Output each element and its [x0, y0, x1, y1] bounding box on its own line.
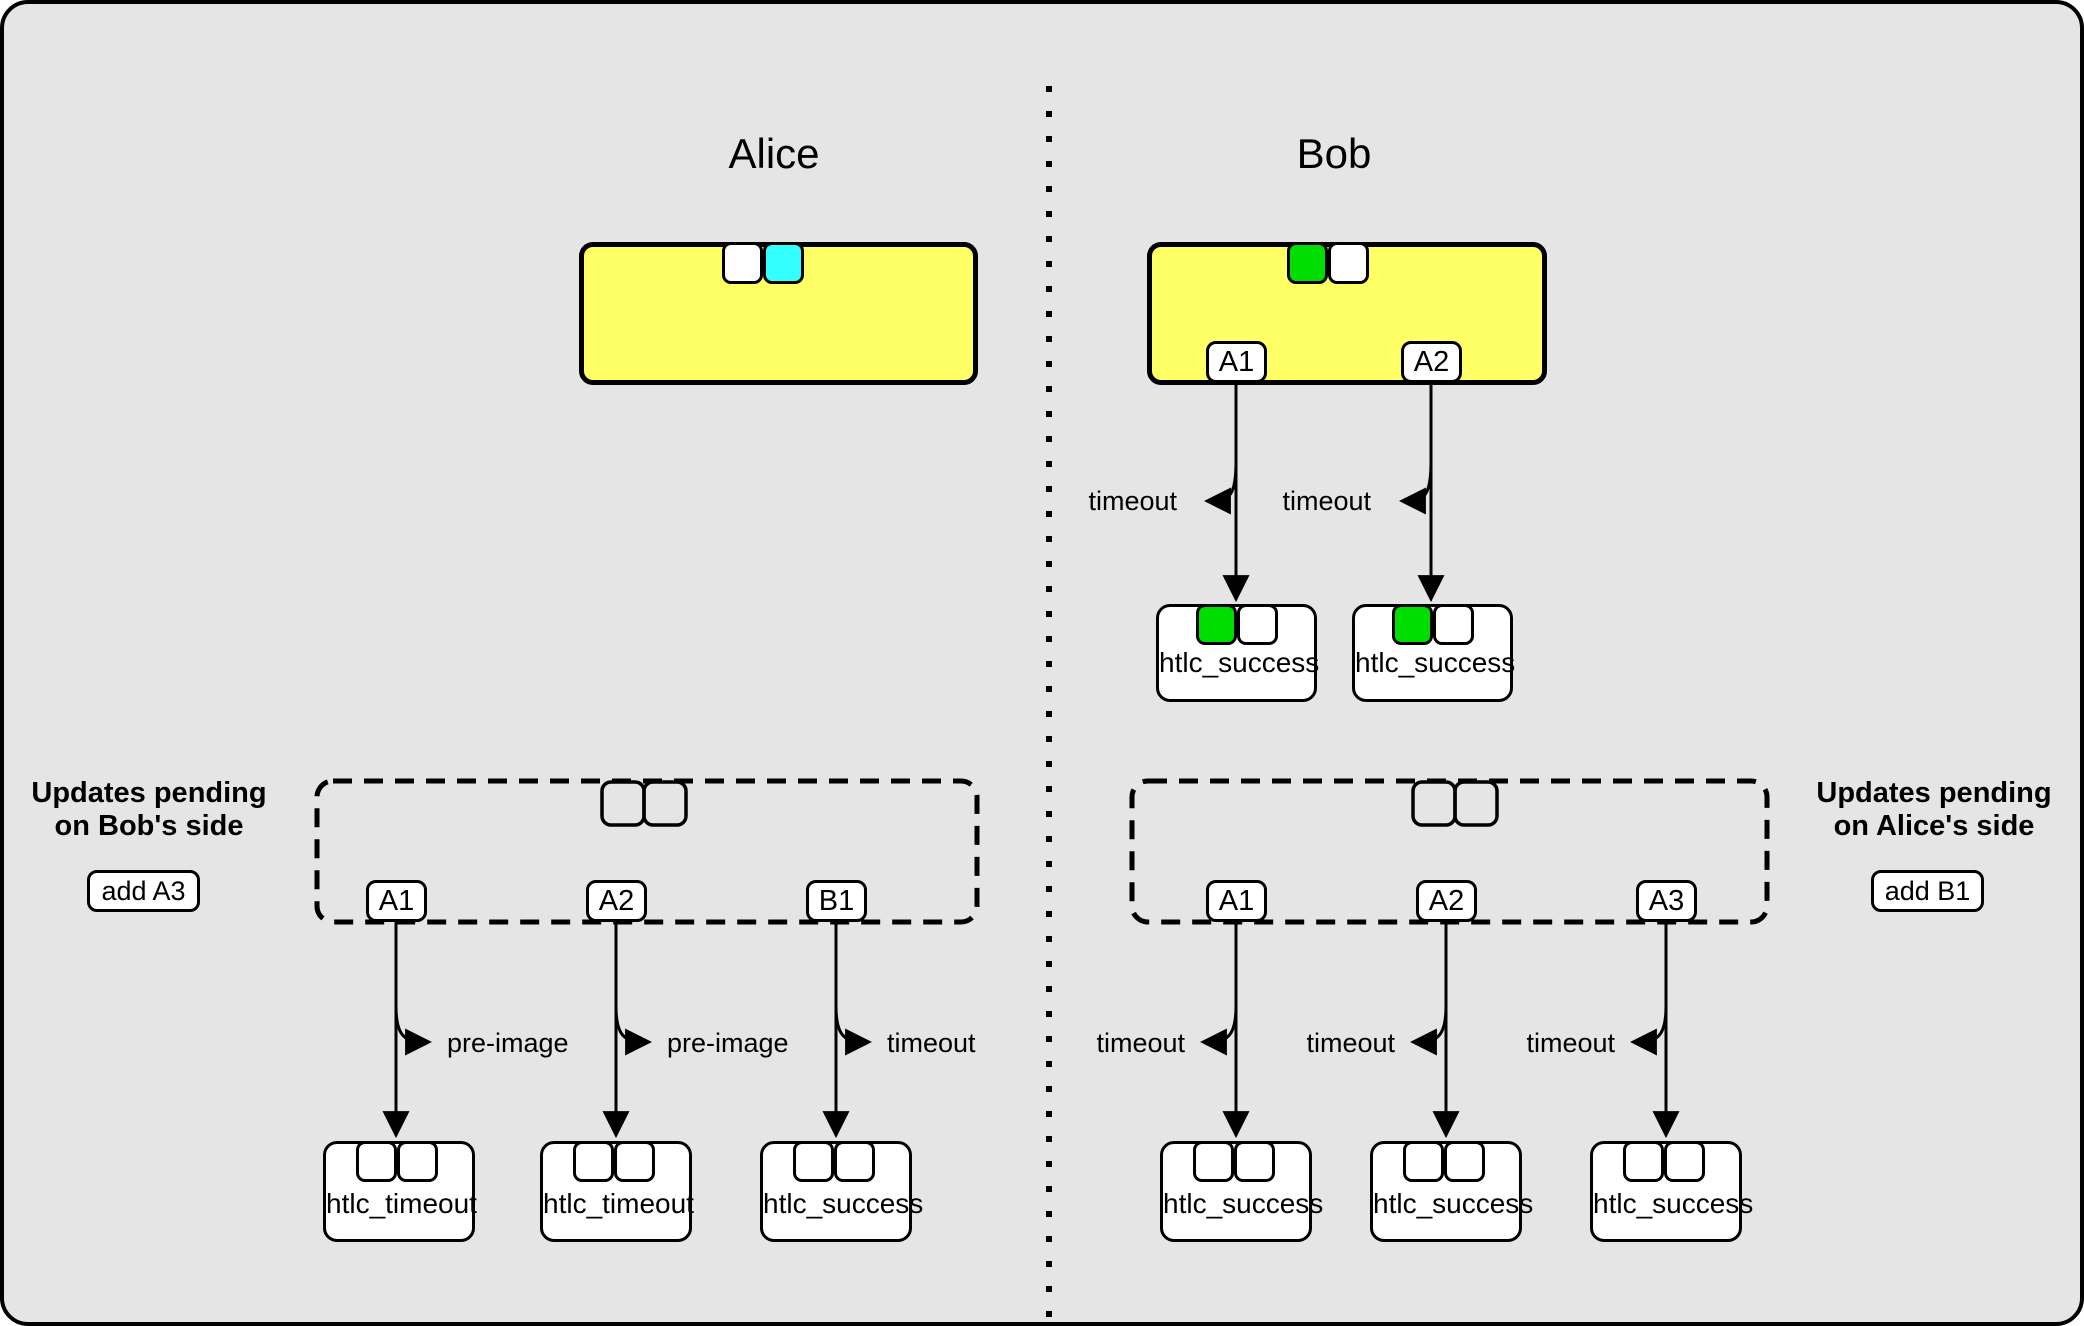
bob-commit-tag-a2: A2 — [1401, 341, 1462, 383]
htlc-slot-white — [1237, 604, 1278, 645]
alice-pending-b1-branch — [834, 1005, 873, 1056]
alice-pending-a2-branch — [614, 1005, 653, 1056]
bob-header: Bob — [1296, 130, 1372, 177]
htlc-slot-green — [1392, 604, 1433, 645]
htlc-box-label: htlc_success — [1163, 1188, 1324, 1219]
bob-commit-a1-branch-label: timeout — [1088, 486, 1177, 516]
bob-htlc-box-3: htlc_success — [1590, 1141, 1754, 1242]
bob-commit-tag-a1: A1 — [1206, 341, 1267, 383]
alice-commit-slot-white — [722, 242, 763, 284]
alice-htlc-box-2: htlc_timeout — [540, 1141, 694, 1242]
alice-a2-branch-label: pre-image — [667, 1028, 789, 1058]
bob-pending-tag-a3: A3 — [1636, 880, 1697, 922]
htlc-box-label: htlc_success — [1355, 647, 1516, 678]
bob-commit-a2-timeout-branch — [1398, 461, 1433, 515]
bob-pending-slot-1 — [1411, 780, 1457, 827]
htlc-slot-white — [1403, 1141, 1444, 1182]
htlc-box-label: htlc_success — [1593, 1188, 1754, 1219]
alice-a1-branch-label: pre-image — [447, 1028, 569, 1058]
bob-a2-branch-label: timeout — [1306, 1028, 1395, 1058]
htlc-box-label: htlc_success — [1373, 1188, 1534, 1219]
htlc-slot-white — [573, 1141, 614, 1182]
bob-pending-a1-branch — [1199, 1005, 1238, 1056]
heading-line-2: on Bob's side — [54, 810, 244, 842]
bob-pending-heading: Updates pending on Alice's side — [1789, 777, 2079, 843]
htlc-slot-white — [614, 1141, 655, 1182]
htlc-slot-white — [397, 1141, 438, 1182]
connector-layer — [314, 86, 1770, 1320]
bob-pending-tag-a2: A2 — [1416, 880, 1477, 922]
add-a3-box: add A3 — [87, 870, 200, 912]
bob-pending-a2-branch — [1409, 1005, 1448, 1056]
htlc-slot-white — [793, 1141, 834, 1182]
alice-pending-tag-b1: B1 — [806, 880, 867, 922]
htlc-slot-white — [1234, 1141, 1275, 1182]
htlc-slot-white — [1623, 1141, 1664, 1182]
alice-pending-slot-1 — [600, 780, 646, 827]
bob-commit-a2-branch-label: timeout — [1282, 486, 1371, 516]
bob-pending-tag-a1: A1 — [1206, 880, 1267, 922]
alice-htlc-box-1: htlc_timeout — [323, 1141, 477, 1242]
htlc-slot-white — [1664, 1141, 1705, 1182]
htlc-box-label: htlc_success — [763, 1188, 924, 1219]
alice-pending-tag-a1: A1 — [366, 880, 427, 922]
alice-pending-heading: Updates pending on Bob's side — [4, 777, 294, 843]
bob-htlc-success-box-2: htlc_success — [1352, 604, 1516, 702]
alice-b1-branch-label: timeout — [887, 1028, 976, 1058]
alice-header: Alice — [728, 130, 820, 177]
bob-htlc-success-box-1: htlc_success — [1156, 604, 1320, 702]
htlc-slot-white — [834, 1141, 875, 1182]
htlc-slot-white — [1444, 1141, 1485, 1182]
htlc-slot-green — [1196, 604, 1237, 645]
heading-line-1: Updates pending — [31, 777, 267, 809]
alice-pending-a1-branch — [394, 1005, 433, 1056]
bob-commit-slot-green — [1287, 242, 1328, 284]
bob-commit-slot-white — [1328, 242, 1369, 284]
htlc-slot-white — [356, 1141, 397, 1182]
htlc-box-label: htlc_timeout — [326, 1188, 477, 1219]
htlc-slot-white — [1433, 604, 1474, 645]
bob-htlc-box-1: htlc_success — [1160, 1141, 1324, 1242]
htlc-box-label: htlc_timeout — [543, 1188, 694, 1219]
alice-pending-tag-a2: A2 — [586, 880, 647, 922]
htlc-box-label: htlc_success — [1159, 647, 1320, 678]
bob-a3-branch-label: timeout — [1526, 1028, 1615, 1058]
bob-a1-branch-label: timeout — [1096, 1028, 1185, 1058]
alice-pending-slot-2 — [642, 780, 688, 827]
bob-pending-slot-2 — [1453, 780, 1499, 827]
bob-pending-a3-branch — [1629, 1005, 1668, 1056]
heading-line-2: on Alice's side — [1833, 810, 2035, 842]
add-b1-box: add B1 — [1871, 870, 1984, 912]
alice-commit-slot-cyan — [763, 242, 804, 284]
heading-line-1: Updates pending — [1816, 777, 2052, 809]
htlc-slot-white — [1193, 1141, 1234, 1182]
bob-htlc-box-2: htlc_success — [1370, 1141, 1534, 1242]
alice-htlc-box-3: htlc_success — [760, 1141, 924, 1242]
